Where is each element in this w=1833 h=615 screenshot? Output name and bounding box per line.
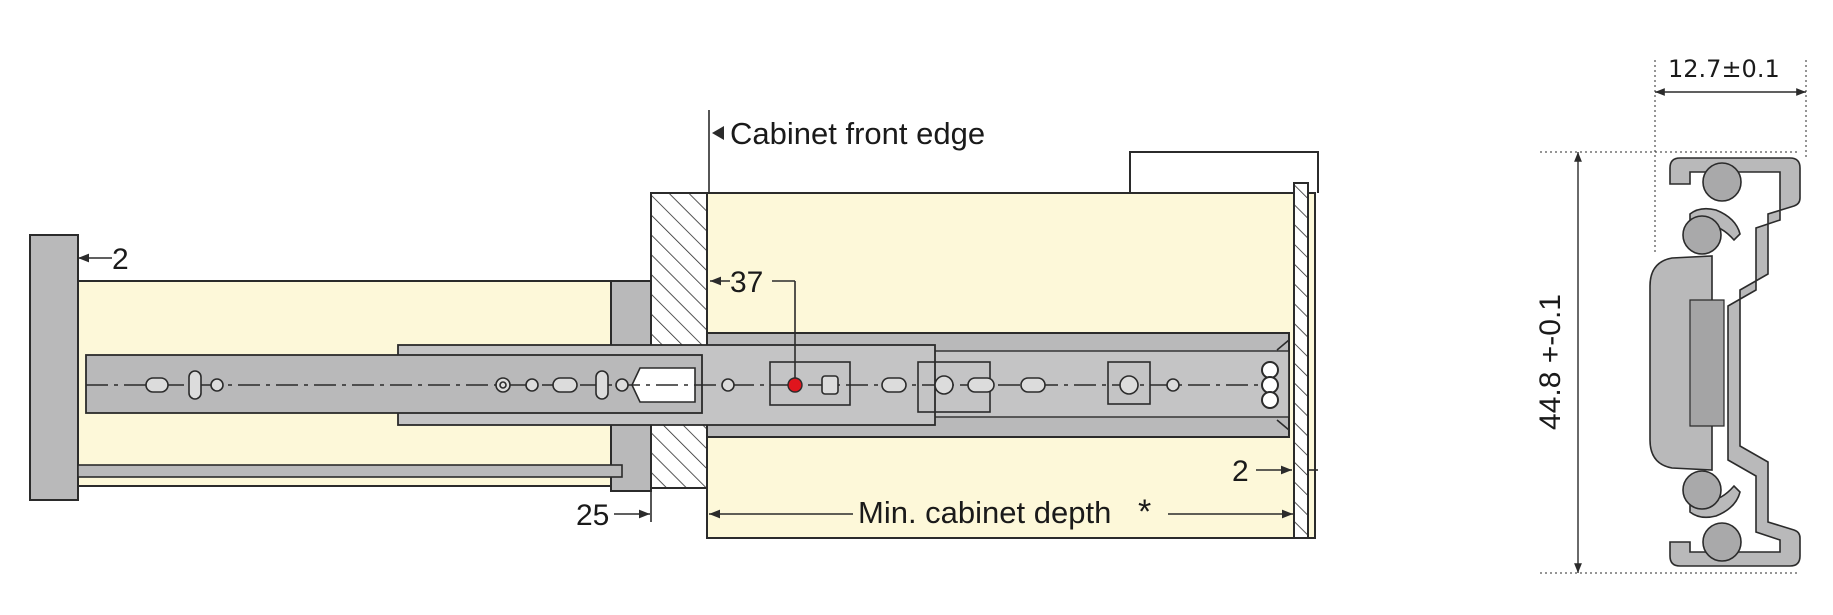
roller — [1261, 361, 1279, 379]
profile-center-web — [1689, 299, 1725, 427]
round-hole — [1119, 375, 1139, 395]
rail-rear-end — [1276, 333, 1290, 437]
profile-height-label: 44.8 +-0.1 — [1534, 294, 1567, 430]
offset-37-label: 37 — [730, 266, 763, 299]
round-hole — [615, 378, 629, 392]
cabinet-front-edge-hatch — [650, 192, 708, 489]
slot-hole — [967, 377, 995, 393]
min-cabinet-depth-asterisk: * — [1138, 493, 1151, 531]
round-hole — [721, 378, 735, 392]
slot-hole — [881, 377, 907, 393]
slot-hole — [145, 377, 169, 393]
cabinet-top-rear-outline — [1129, 151, 1319, 193]
round-hole — [525, 378, 539, 392]
drawer-bottom-bar — [77, 464, 623, 478]
ball — [1702, 162, 1742, 202]
gap-front-label: 2 — [112, 243, 129, 276]
offset-25-label: 25 — [576, 499, 609, 532]
roller — [1261, 376, 1279, 394]
rear-roller-cluster — [1261, 361, 1279, 409]
mount-point-marker — [787, 377, 803, 393]
slot-hole — [552, 377, 578, 393]
slot-hole — [188, 370, 202, 400]
profile-width-label: 12.7±0.1 — [1668, 55, 1780, 83]
dimension-lines — [77, 110, 1318, 522]
profile-balls — [1682, 162, 1742, 562]
slot-hole — [1020, 377, 1046, 393]
slot-hole — [821, 375, 839, 395]
ball — [1702, 522, 1742, 562]
outer-profile — [1669, 157, 1801, 567]
roller — [1261, 391, 1279, 409]
ball — [1682, 470, 1722, 510]
cabinet-rear-wall-hatch — [1293, 182, 1309, 539]
round-hole — [1166, 378, 1180, 392]
drawer-front-panel — [29, 234, 79, 501]
mounting-holes — [145, 370, 1180, 400]
min-cabinet-depth-label: Min. cabinet depth — [858, 495, 1111, 530]
round-hole — [499, 381, 507, 389]
gap-rear-label: 2 — [1232, 455, 1249, 488]
round-hole — [210, 378, 224, 392]
cabinet-front-edge-arrow — [712, 126, 724, 140]
rail-bracket-rear — [1107, 361, 1151, 405]
round-hole — [934, 375, 954, 395]
ball — [1682, 215, 1722, 255]
drawer-rail — [85, 354, 703, 414]
rail-bracket — [769, 361, 851, 406]
rail-cross-section: 12.7±0.1 44.8 +-0.1 — [1534, 55, 1807, 574]
cabinet-front-edge-label: Cabinet front edge — [730, 116, 985, 151]
slide-rails — [85, 332, 1290, 438]
slot-hole — [595, 370, 609, 400]
